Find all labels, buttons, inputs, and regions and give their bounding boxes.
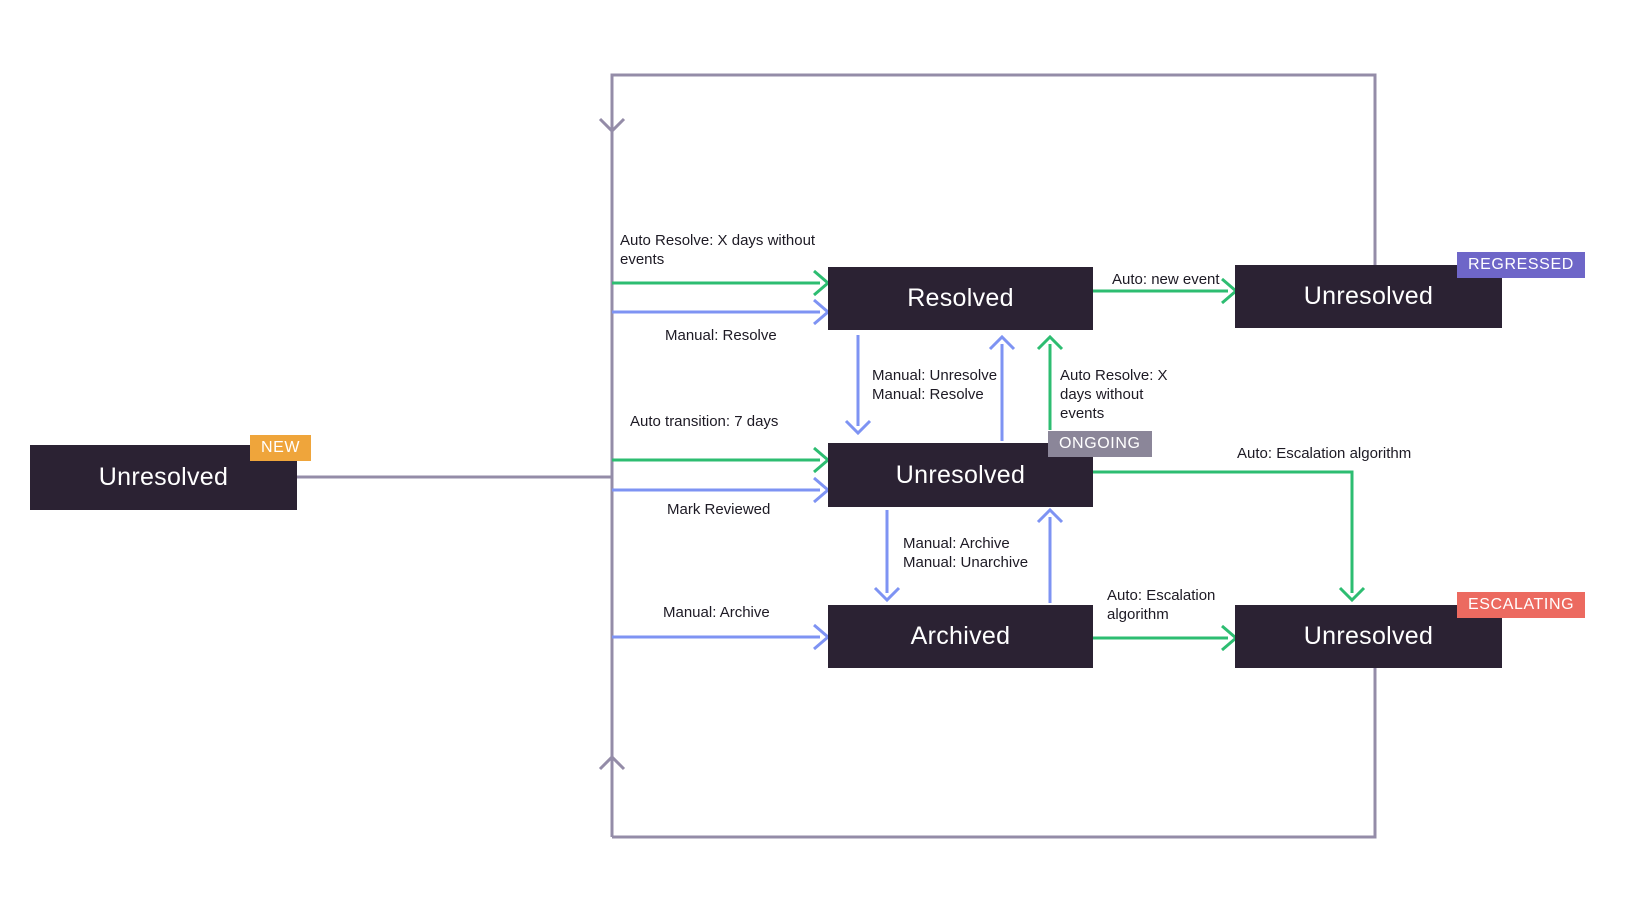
loop-arrow-up-icon: [598, 754, 626, 771]
badge-label: NEW: [261, 439, 301, 456]
edge-auto-escalation-top: [1093, 470, 1354, 593]
arrow-up-icon: [1036, 334, 1064, 351]
badge-label: ESCALATING: [1468, 596, 1575, 613]
edge-label-manual-resolve-top: Manual: Resolve: [665, 327, 777, 344]
edge-label-auto-transition: Auto transition: 7 days: [630, 413, 779, 430]
edge-label-manual-archive-left: Manual: Archive: [663, 604, 770, 621]
loop-line-top: [610, 73, 1377, 837]
state-label: Unresolved: [1303, 622, 1434, 650]
state-box-resolved: Resolved: [828, 267, 1093, 330]
arrow-up-icon: [1036, 507, 1064, 524]
status-badge-escalating: ESCALATING: [1457, 592, 1586, 618]
edge-label-auto-new-event: Auto: new event: [1112, 271, 1220, 288]
edge-label-auto-escalation-bottom: Auto: Escalation algorithm: [1107, 587, 1216, 623]
status-badge-ongoing: ONGOING: [1048, 431, 1152, 457]
state-label: Unresolved: [1303, 282, 1434, 310]
edge-label-auto-escalation-top: Auto: Escalation algorithm: [1237, 445, 1412, 462]
edge-label-manual-archive-unarchive: Manual: Archive Manual: Unarchive: [903, 535, 1029, 571]
edge-label-mark-reviewed: Mark Reviewed: [667, 501, 771, 518]
arrow-up-icon: [988, 334, 1016, 351]
state-label: Archived: [910, 622, 1011, 650]
edge-label-auto-resolve-top: Auto Resolve: X days without events: [620, 232, 816, 268]
loop-arrow-down-icon: [598, 117, 626, 134]
badge-label: ONGOING: [1059, 435, 1141, 452]
status-badge-new: NEW: [250, 435, 312, 461]
arrow-down-icon: [844, 419, 872, 436]
arrow-down-icon: [1338, 586, 1366, 603]
edge-label-manual-unresolve-resolve: Manual: Unresolve Manual: Resolve: [872, 367, 998, 403]
state-label: Unresolved: [895, 460, 1026, 489]
state-label: Resolved: [907, 284, 1014, 312]
loop-line-bottom: [612, 668, 1377, 839]
arrow-down-icon: [873, 586, 901, 603]
badge-label: REGRESSED: [1468, 256, 1574, 273]
state-box-archived: Archived: [828, 605, 1093, 668]
edge-label-auto-resolve-mid: Auto Resolve: X days without events: [1060, 367, 1168, 422]
status-badge-regressed: REGRESSED: [1457, 252, 1585, 278]
state-label: Unresolved: [98, 463, 229, 491]
